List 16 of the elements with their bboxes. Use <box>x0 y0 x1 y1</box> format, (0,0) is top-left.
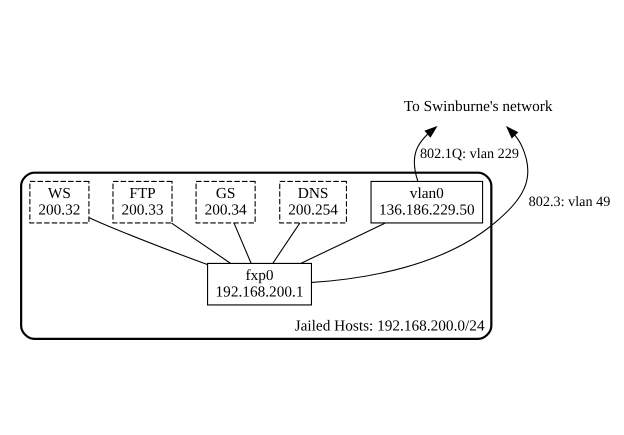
node-box: DNS 200.254 <box>279 180 347 224</box>
node-box: WS 200.32 <box>29 180 90 224</box>
node-box: fxp0 192.168.200.1 <box>207 262 312 306</box>
node-box: GS 200.34 <box>196 180 256 224</box>
edge-label: 802.1Q: vlan 229 <box>420 146 519 162</box>
arrow <box>312 126 528 283</box>
connector <box>272 222 300 264</box>
connector <box>171 222 231 264</box>
connector <box>234 222 252 264</box>
node-box: FTP 200.33 <box>112 180 173 224</box>
arrow <box>414 126 438 182</box>
node-text: To Swinburne's network <box>404 98 553 116</box>
node-box: vlan0 136.186.229.50 <box>370 180 484 224</box>
connector <box>89 217 208 266</box>
edge-label: 802.3: vlan 49 <box>528 194 610 210</box>
connector <box>300 222 386 264</box>
